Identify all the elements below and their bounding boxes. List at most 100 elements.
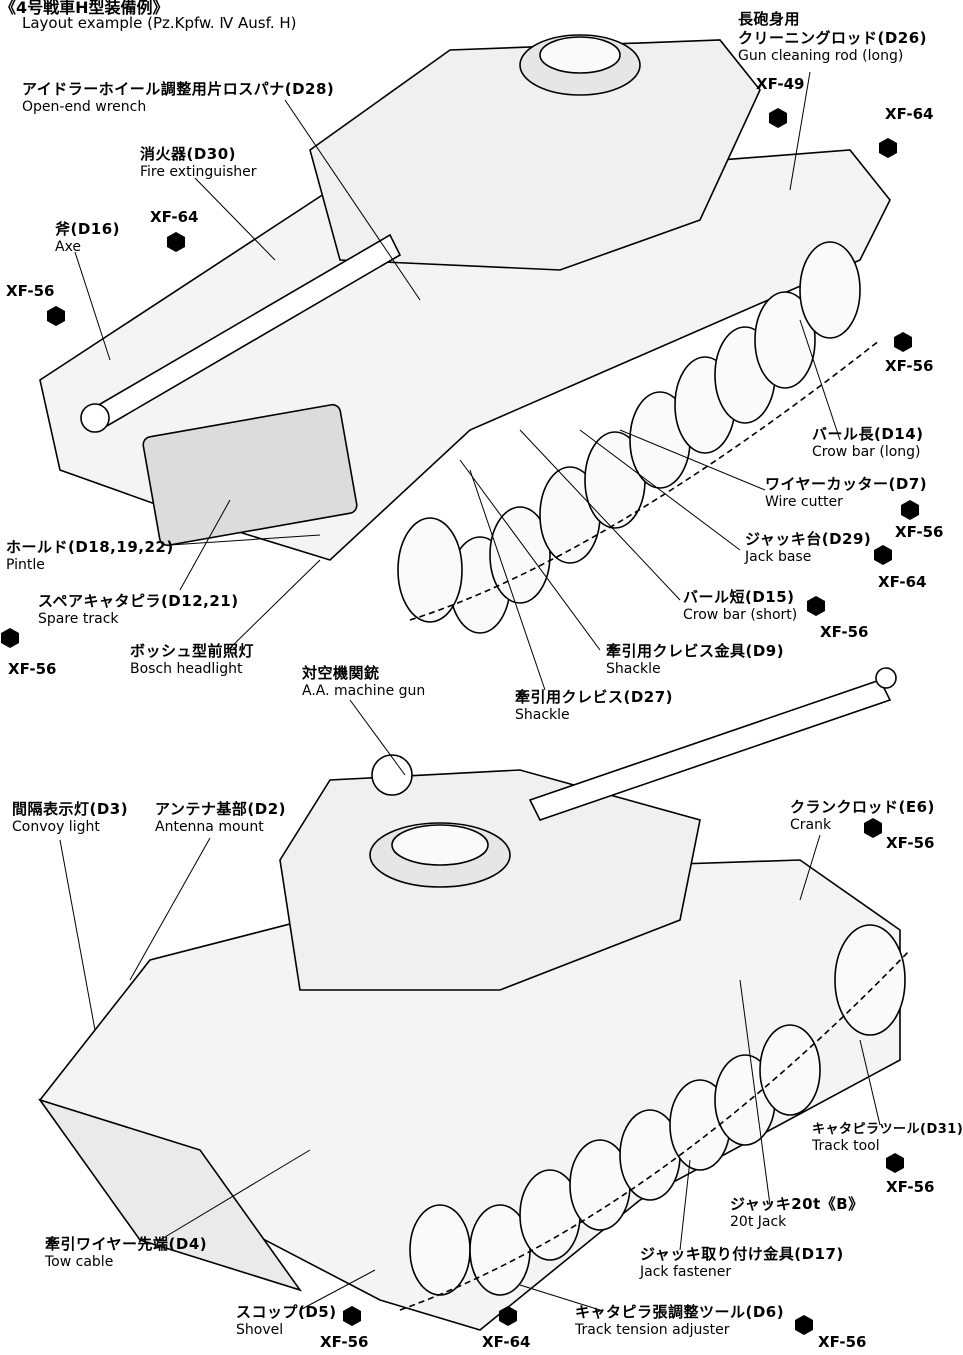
label-d3: 間隔表示灯(D3) Convoy light xyxy=(12,800,128,836)
label-bosch: ボッシュ型前照灯 Bosch headlight xyxy=(130,642,254,678)
leader-aa xyxy=(349,699,406,776)
label-d5-en: Shovel xyxy=(236,1321,284,1338)
label-d26-jp: クリーニングロッド(D26) xyxy=(738,28,928,47)
marker-xf56-crank xyxy=(864,818,882,838)
label-d12: スペアキャタピラ(D12,21) Spare track xyxy=(38,592,239,628)
label-d18-en: Pintle xyxy=(6,556,45,573)
diagram-title-en: Layout example (Pz.Kpfw. Ⅳ Ausf. H) xyxy=(22,14,297,32)
label-d27-jp: 牽引用クレビス(D27) xyxy=(515,688,674,706)
paint-code-xf56-d31: XF-56 xyxy=(886,1178,935,1196)
label-d31-jp: キャタピラツール(D31) xyxy=(812,1122,963,1137)
paint-code-xf64-top-right: XF-64 xyxy=(885,105,934,123)
leader-d30 xyxy=(194,177,276,261)
label-d29: ジャッキ台(D29) Jack base xyxy=(745,530,871,566)
label-d2: アンテナ基部(D2) Antenna mount xyxy=(155,800,286,836)
label-d9: 牽引用クレビス金具(D9) Shackle xyxy=(606,642,784,678)
label-d27: 牽引用クレビス(D27) Shackle xyxy=(515,688,673,724)
label-d6-jp: キャタピラ張調整ツール(D6) xyxy=(575,1303,785,1321)
label-d29-en: Jack base xyxy=(745,548,812,565)
label-d16-en: Axe xyxy=(55,238,82,255)
label-d6: キャタピラ張調整ツール(D6) Track tension adjuster xyxy=(575,1303,784,1339)
label-d26-jp1: 長砲身用 xyxy=(738,10,801,28)
label-d4-jp: 牽引ワイヤー先端(D4) xyxy=(45,1235,208,1253)
paint-code-xf64-d29: XF-64 xyxy=(878,573,927,591)
label-d26-en: Gun cleaning rod (long) xyxy=(738,47,904,64)
label-aa-jp: 対空機関銃 xyxy=(302,664,380,682)
paint-code-xf56-d15: XF-56 xyxy=(820,623,869,641)
marker-xf64-axe xyxy=(167,232,185,252)
leader-d12 xyxy=(179,499,231,591)
label-d30: 消火器(D30) Fire extinguisher xyxy=(140,145,257,181)
marker-xf56-track xyxy=(1,628,19,648)
paint-markers xyxy=(1,108,919,1335)
leader-d9 xyxy=(459,459,601,651)
paint-code-xf56-track: XF-56 xyxy=(8,660,57,678)
leader-d3 xyxy=(59,839,96,1031)
label-d15-jp: バール短(D15) xyxy=(683,588,795,606)
label-d7-en: Wire cutter xyxy=(765,493,843,510)
marker-xf64-d29 xyxy=(874,545,892,565)
label-d5: スコップ(D5) Shovel xyxy=(236,1303,337,1339)
leader-d4 xyxy=(159,1149,311,1241)
paint-code-xf56-d6: XF-56 xyxy=(818,1333,867,1351)
leader-d14 xyxy=(799,319,841,441)
label-d30-en: Fire extinguisher xyxy=(140,163,257,180)
label-bosch-jp: ボッシュ型前照灯 xyxy=(130,642,255,660)
label-d14: バール長(D14) Crow bar (long) xyxy=(812,425,924,461)
label-d31: キャタピラツール(D31) Track tool xyxy=(812,1122,963,1156)
paint-code-xf56-d7: XF-56 xyxy=(895,523,944,541)
leader-d26 xyxy=(789,71,811,191)
label-d16: 斧(D16) Axe xyxy=(55,220,120,256)
leader-d31 xyxy=(859,1039,881,1126)
label-d16-jp: 斧(D16) xyxy=(55,220,121,238)
label-d15-en: Crow bar (short) xyxy=(683,606,798,623)
label-d30-jp: 消火器(D30) xyxy=(140,145,237,163)
label-d31-en: Track tool xyxy=(812,1138,880,1155)
marker-xf64-bottom xyxy=(499,1306,517,1326)
paint-code-xf64-bottom: XF-64 xyxy=(482,1333,531,1351)
label-d9-jp: 牽引用クレビス金具(D9) xyxy=(606,642,785,660)
label-d26: 長砲身用 クリーニングロッド(D26) Gun cleaning rod (lo… xyxy=(738,10,927,65)
paint-code-xf56-crank: XF-56 xyxy=(886,834,935,852)
leader-bosch xyxy=(229,559,321,649)
leader-d6 xyxy=(519,1284,601,1311)
top-tank-illustration xyxy=(39,34,891,634)
leader-d17 xyxy=(679,1159,691,1251)
label-e6-en: Crank xyxy=(790,816,832,833)
label-d7: ワイヤーカッター(D7) Wire cutter xyxy=(765,475,927,511)
label-d15: バール短(D15) Crow bar (short) xyxy=(683,588,797,624)
label-d4-en: Tow cable xyxy=(45,1253,114,1270)
label-jack-en: 20t Jack xyxy=(730,1213,787,1230)
label-d17-en: Jack fastener xyxy=(640,1263,732,1280)
leader-d15 xyxy=(519,429,681,601)
label-d27-en: Shackle xyxy=(515,706,570,723)
marker-xf56-left xyxy=(47,306,65,326)
label-d29-jp: ジャッキ台(D29) xyxy=(745,530,872,548)
label-d3-jp: 間隔表示灯(D3) xyxy=(12,800,129,818)
label-d4: 牽引ワイヤー先端(D4) Tow cable xyxy=(45,1235,207,1271)
leader-d18 xyxy=(169,534,321,546)
label-d18: ホールド(D18,19,22) Pintle xyxy=(6,538,174,574)
label-d5-jp: スコップ(D5) xyxy=(236,1303,337,1321)
label-d28: アイドラーホイール調整用片ロスパナ(D28) Open-end wrench xyxy=(22,80,334,116)
label-bosch-en: Bosch headlight xyxy=(130,660,243,677)
marker-xf56-d6 xyxy=(795,1315,813,1335)
paint-code-xf56-shovel: XF-56 xyxy=(320,1333,369,1351)
marker-xf64-tr xyxy=(879,138,897,158)
label-d18-jp: ホールド(D18,19,22) xyxy=(6,538,174,556)
paint-code-xf56-left: XF-56 xyxy=(6,282,55,300)
paint-code-xf56-right: XF-56 xyxy=(885,357,934,375)
label-d28-jp: アイドラーホイール調整用片ロスパナ(D28) xyxy=(22,80,335,98)
marker-xf56-d15 xyxy=(807,596,825,616)
leader-d29 xyxy=(579,429,741,551)
label-aa-en: A.A. machine gun xyxy=(302,682,426,699)
label-d6-en: Track tension adjuster xyxy=(575,1321,730,1338)
leader-d27 xyxy=(469,469,546,691)
label-d14-en: Crow bar (long) xyxy=(812,443,921,460)
label-aa-gun: 対空機関銃 A.A. machine gun xyxy=(302,664,425,700)
label-e6-jp: クランクロッド(E6) xyxy=(790,798,935,816)
marker-xf56-right xyxy=(894,332,912,352)
label-d9-en: Shackle xyxy=(606,660,661,677)
label-d3-en: Convoy light xyxy=(12,818,100,835)
